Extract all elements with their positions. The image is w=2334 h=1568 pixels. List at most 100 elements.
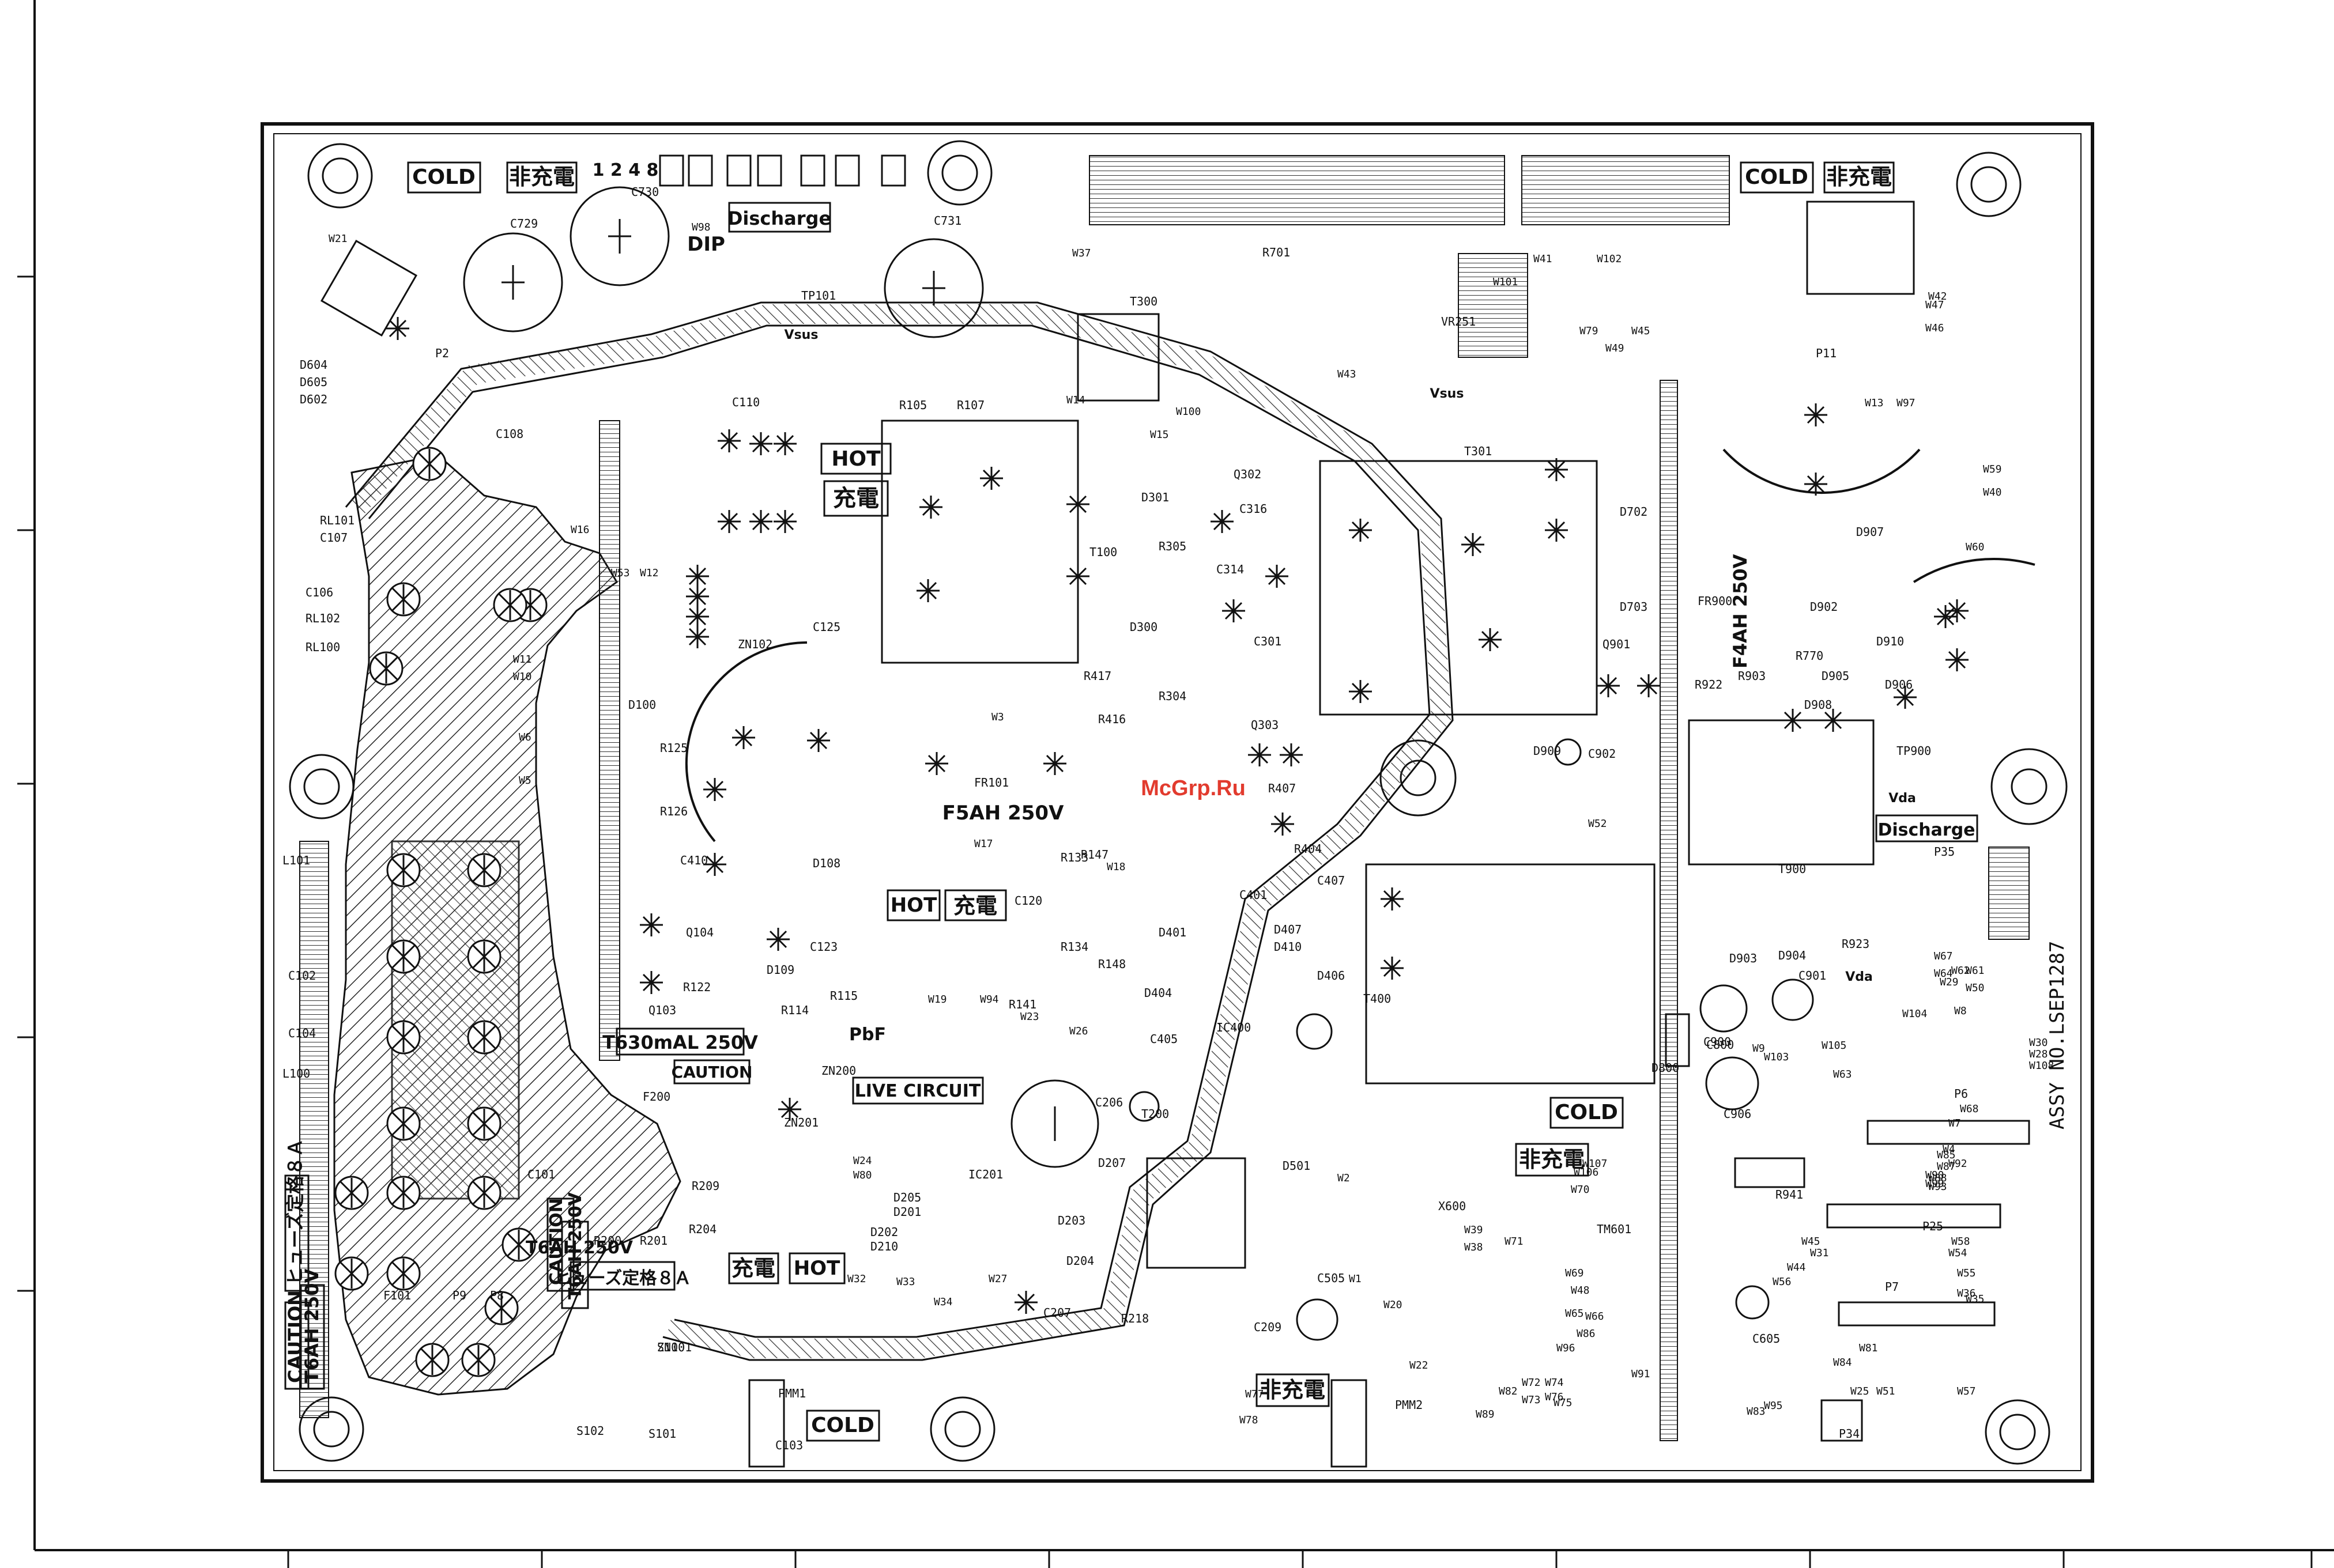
component-designators: T300T100T301T900T200T400IC201IC400Q104Q1… bbox=[282, 185, 2054, 1452]
test-point-cross bbox=[686, 605, 709, 628]
cap-c209 bbox=[1010, 1079, 1099, 1168]
designator-label: R903 bbox=[1738, 669, 1766, 683]
cap-c731 bbox=[884, 238, 984, 338]
wire-jumper-label: W14 bbox=[1066, 394, 1085, 406]
wire-jumper-label: W31 bbox=[1810, 1247, 1829, 1259]
designator-label: RL101 bbox=[320, 513, 355, 527]
cap-c730 bbox=[570, 186, 670, 286]
designator-label: R148 bbox=[1098, 957, 1126, 971]
designator-label: R304 bbox=[1159, 689, 1186, 703]
wire-jumper-label: W68 bbox=[1960, 1103, 1979, 1115]
wire-jumper-label: W29 bbox=[1940, 976, 1959, 988]
designator-label: P11 bbox=[1816, 346, 1837, 360]
designator-label: C401 bbox=[1239, 888, 1267, 902]
test-point-cross bbox=[1804, 473, 1827, 496]
wire-jumper-label: W87 bbox=[1937, 1161, 1956, 1173]
pad-circle bbox=[334, 1176, 369, 1210]
designator-label: D205 bbox=[893, 1191, 921, 1204]
test-point-cross bbox=[980, 467, 1003, 490]
wire-jumper-label: W101 bbox=[1493, 276, 1518, 288]
designator-label: L101 bbox=[282, 853, 310, 867]
juden-tag-mid: 充電 bbox=[953, 893, 997, 919]
component-crosses bbox=[386, 317, 1969, 1314]
designator-label: R209 bbox=[692, 1179, 719, 1193]
designator-label: D703 bbox=[1620, 600, 1647, 614]
designator-label: C314 bbox=[1216, 562, 1244, 576]
designator-label: D800 bbox=[1651, 1061, 1679, 1075]
wire-jumper-label: W105 bbox=[1822, 1040, 1846, 1052]
designator-label: D204 bbox=[1066, 1254, 1094, 1268]
designator-label: T301 bbox=[1464, 444, 1492, 458]
transformer-t400 bbox=[1365, 863, 1656, 1085]
designator-label: VR251 bbox=[1441, 315, 1476, 328]
designator-label: R922 bbox=[1695, 678, 1722, 692]
designator-label: T200 bbox=[1141, 1107, 1169, 1121]
wire-jumper-label: W100 bbox=[1176, 406, 1201, 418]
transformer-t200 bbox=[1146, 1157, 1246, 1269]
hot-tag-top: HOT bbox=[831, 447, 881, 471]
designator-label: R941 bbox=[1775, 1188, 1803, 1201]
cold-tag-top-left: COLD bbox=[412, 165, 476, 189]
wire-jumper-label: W2 bbox=[1337, 1172, 1350, 1184]
designator-label: R147 bbox=[1081, 848, 1108, 862]
designator-label: Q303 bbox=[1251, 718, 1279, 732]
designator-label: C301 bbox=[1254, 634, 1281, 648]
test-point-cross bbox=[1381, 887, 1404, 910]
designator-label: C902 bbox=[1588, 747, 1616, 761]
designator-label: C731 bbox=[934, 214, 961, 228]
pad-circle bbox=[386, 1176, 421, 1210]
wire-jumper-label: W45 bbox=[1631, 325, 1650, 337]
designator-label: C505 bbox=[1317, 1271, 1345, 1285]
mounting-hole bbox=[1956, 152, 2022, 217]
wire-jumper-label: W49 bbox=[1605, 342, 1624, 354]
designator-label: Q103 bbox=[648, 1003, 676, 1017]
wire-jumper-label: W95 bbox=[1764, 1400, 1783, 1412]
designator-label: D203 bbox=[1058, 1214, 1085, 1227]
pbf-label: PbF bbox=[849, 1025, 886, 1045]
heatsink-top-right-2 bbox=[1458, 253, 1528, 358]
designator-label: C103 bbox=[775, 1438, 803, 1452]
designator-label: R416 bbox=[1098, 712, 1126, 726]
test-point-cross bbox=[686, 565, 709, 588]
designator-label: TP900 bbox=[1896, 744, 1931, 758]
pad-circle bbox=[467, 853, 502, 887]
test-point-cross bbox=[1271, 813, 1294, 836]
wire-jumper-label: W10 bbox=[513, 671, 532, 683]
pcb-outline bbox=[261, 122, 2094, 1483]
designator-label: F200 bbox=[643, 1090, 670, 1104]
designator-label: R133 bbox=[1061, 851, 1088, 864]
hikaden-tag-mid: 非充電 bbox=[1519, 1147, 1585, 1172]
designator-label: P34 bbox=[1839, 1427, 1860, 1441]
test-point-cross bbox=[1597, 674, 1620, 697]
wire-jumper-label: W75 bbox=[1554, 1397, 1573, 1409]
test-point-cross bbox=[1248, 743, 1271, 766]
wire-jumper-label: W38 bbox=[1464, 1241, 1483, 1253]
designator-label: ZN102 bbox=[738, 637, 772, 651]
tag-boxes bbox=[284, 154, 1978, 1442]
pad-circle bbox=[467, 1106, 502, 1141]
test-point-cross bbox=[1545, 458, 1568, 481]
designator-label: P2 bbox=[435, 346, 449, 360]
designator-label: T100 bbox=[1089, 545, 1117, 559]
designator-label: D602 bbox=[300, 392, 327, 406]
designator-label: C102 bbox=[288, 969, 316, 983]
pad-circle bbox=[467, 1020, 502, 1055]
wire-jumper-label: W40 bbox=[1983, 486, 2002, 498]
mounting-hole bbox=[307, 143, 373, 209]
connector-blocks bbox=[320, 201, 2030, 1468]
designator-label: R204 bbox=[689, 1222, 717, 1236]
designator-label: D301 bbox=[1141, 490, 1169, 504]
hikaden-tag-bottom: 非充電 bbox=[1260, 1377, 1325, 1403]
wire-jumper-label: W13 bbox=[1865, 397, 1884, 409]
designator-label: R200 bbox=[594, 1234, 621, 1248]
pad-circle bbox=[484, 1291, 519, 1325]
wire-jumper-label: W44 bbox=[1787, 1261, 1806, 1274]
designator-label: C209 bbox=[1254, 1320, 1281, 1334]
heatsink-left-strip bbox=[599, 420, 620, 1061]
pad-circle bbox=[493, 588, 527, 622]
hikaden-tag-top-left: 非充電 bbox=[509, 164, 575, 190]
wire-jumper-label: W22 bbox=[1409, 1359, 1428, 1371]
test-point-cross bbox=[1545, 519, 1568, 542]
designator-label: P9 bbox=[453, 1289, 466, 1302]
